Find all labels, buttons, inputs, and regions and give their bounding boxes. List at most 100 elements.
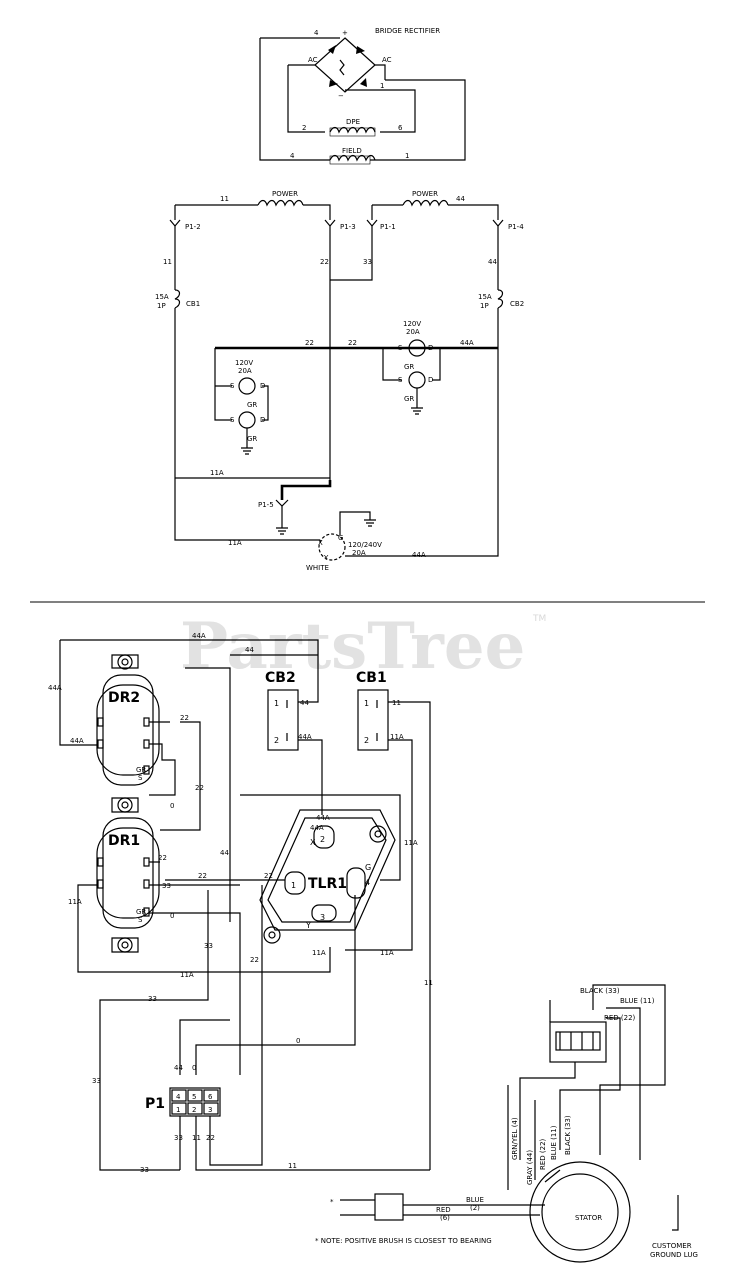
gr-label-3: GR <box>404 363 414 371</box>
cb2-rating: 15A <box>478 293 492 301</box>
cb1-terminal-2: 2 <box>364 736 369 745</box>
wire-4-bottom: 4 <box>290 152 295 160</box>
tlr-terminal-3: 3 <box>320 913 325 922</box>
brush-note: * NOTE: POSITIVE BRUSH IS CLOSEST TO BEA… <box>315 1237 492 1245</box>
wire-0-a: 0 <box>170 802 174 810</box>
wire-0-c: 0 <box>296 1037 300 1045</box>
wire-44a-left2-label: 44A <box>70 737 84 745</box>
tlr-x: X <box>310 838 316 847</box>
wire-22-f: 22 <box>250 956 259 964</box>
wire-11-b: 11 <box>288 1162 297 1170</box>
wire-44-left: 44 <box>220 849 229 857</box>
customer-label: CUSTOMER <box>652 1242 692 1250</box>
wire-11a-e: 11A <box>404 839 418 847</box>
wire-22-b: 22 <box>195 784 204 792</box>
tlr-terminal-2: 2 <box>320 835 325 844</box>
wire-22-e: 22 <box>264 872 273 880</box>
wire-44a-tlr2: 44A <box>316 814 330 822</box>
cb1-terminal-1: 1 <box>364 699 369 708</box>
stator-label: STATOR <box>575 1214 602 1222</box>
plus-label: + <box>342 29 348 37</box>
s-label-1: S <box>230 382 235 390</box>
wire-44a-top-label: 44A <box>192 632 206 640</box>
wire-44-p1: 44 <box>174 1064 183 1072</box>
cb1-poles: 1P <box>157 302 166 310</box>
wire-11a-a: 11A <box>68 898 82 906</box>
cb1-rating: 15A <box>155 293 169 301</box>
tlr-terminal-1: 1 <box>291 881 296 890</box>
red-22b-label: RED (22) <box>539 1138 547 1170</box>
dr2-label: DR2 <box>108 690 140 706</box>
s-label-2: S <box>230 416 235 424</box>
dr1-gr: GR <box>136 908 146 916</box>
p1-wire-11: 11 <box>192 1134 201 1142</box>
tlr1-label: TLR1 <box>308 876 347 892</box>
outlet-right-amps: 20A <box>406 328 420 336</box>
tlr-terminal-4: 4 <box>365 878 370 887</box>
d-label-3: D <box>428 344 433 352</box>
wire-22-mid: 22 <box>305 339 314 347</box>
s-label-3: S <box>398 344 403 352</box>
cb2-label: CB2 <box>265 670 296 686</box>
wire-33-d: 33 <box>92 1077 101 1085</box>
black-33-label: BLACK (33) <box>580 987 620 995</box>
wire-11-cb1-label: 11 <box>392 699 401 707</box>
p1-pin-1: 1 <box>176 1106 180 1114</box>
p1-pin-5: 5 <box>192 1093 196 1101</box>
power-left-label: POWER <box>272 190 298 198</box>
schematic <box>169 199 504 561</box>
outlet-left-amps: 20A <box>238 367 252 375</box>
p1-3-label: P1-3 <box>340 223 356 231</box>
p1-wire-33: 33 <box>174 1134 183 1142</box>
wire-44a-tlr: 44A <box>310 824 324 832</box>
blue-brush-label: BLUE <box>466 1196 484 1204</box>
dr2-s: S <box>138 774 143 782</box>
twistlock-x: X <box>318 539 323 547</box>
outlet-right-voltage: 120V <box>403 320 421 328</box>
wire-44-cb2-label: 44 <box>300 699 309 707</box>
outlet-left-voltage: 120V <box>235 359 253 367</box>
s-label-4: S <box>398 376 403 384</box>
d-label-1: D <box>260 382 265 390</box>
p1-pin-4: 4 <box>176 1093 181 1101</box>
white-label: WHITE <box>306 564 329 572</box>
field-label: FIELD <box>342 147 362 155</box>
wire-44-top: 44 <box>456 195 465 203</box>
wire-22-d: 22 <box>198 872 207 880</box>
p1-wire-33b: 33 <box>140 1166 149 1174</box>
wire-44-top-label: 44 <box>245 646 254 654</box>
p1-1-label: P1-1 <box>380 223 396 231</box>
gr-label-4: GR <box>404 395 414 403</box>
bridge-rectifier-label: BRIDGE RECTIFIER <box>375 27 440 35</box>
wire-1-top: 1 <box>380 82 384 90</box>
wire-44-right: 44 <box>488 258 497 266</box>
twistlock-g: G <box>338 534 343 542</box>
tlr-y: Y <box>305 921 311 930</box>
p1-pin-2: 2 <box>192 1106 196 1114</box>
wire-11a-c: 11A <box>312 949 326 957</box>
p1-wire-22: 22 <box>206 1134 215 1142</box>
cb2-schematic-label: CB2 <box>510 300 524 308</box>
gray-44-label: GRAY (44) <box>526 1150 534 1185</box>
ac-right-label: AC <box>382 56 392 64</box>
p1-2-label: P1-2 <box>185 223 201 231</box>
cb2-terminal-1: 1 <box>274 699 279 708</box>
wire-44a-bottom: 44A <box>412 551 426 559</box>
wire-44a-left-label: 44A <box>48 684 62 692</box>
wire-2: 2 <box>302 124 306 132</box>
red-brush-label: RED <box>436 1206 451 1214</box>
wiring-physical <box>59 639 679 1263</box>
red-22-label: RED (22) <box>604 1014 636 1022</box>
red-brush-number: (6) <box>440 1214 450 1222</box>
twistlock-amps: 20A <box>352 549 366 557</box>
wire-6: 6 <box>398 124 403 132</box>
minus-label: − <box>338 92 344 100</box>
dr2-gr: GR <box>136 766 146 774</box>
wire-33-a: 33 <box>162 882 171 890</box>
grn-yel-label: GRN/YEL (4) <box>511 1117 519 1160</box>
ground-lug-label: GROUND LUG <box>650 1251 698 1259</box>
cb2-poles: 1P <box>480 302 489 310</box>
wire-22-c: 22 <box>158 854 167 862</box>
cb2-terminal-2: 2 <box>274 736 279 745</box>
wire-11a-cb1-label: 11A <box>390 733 404 741</box>
